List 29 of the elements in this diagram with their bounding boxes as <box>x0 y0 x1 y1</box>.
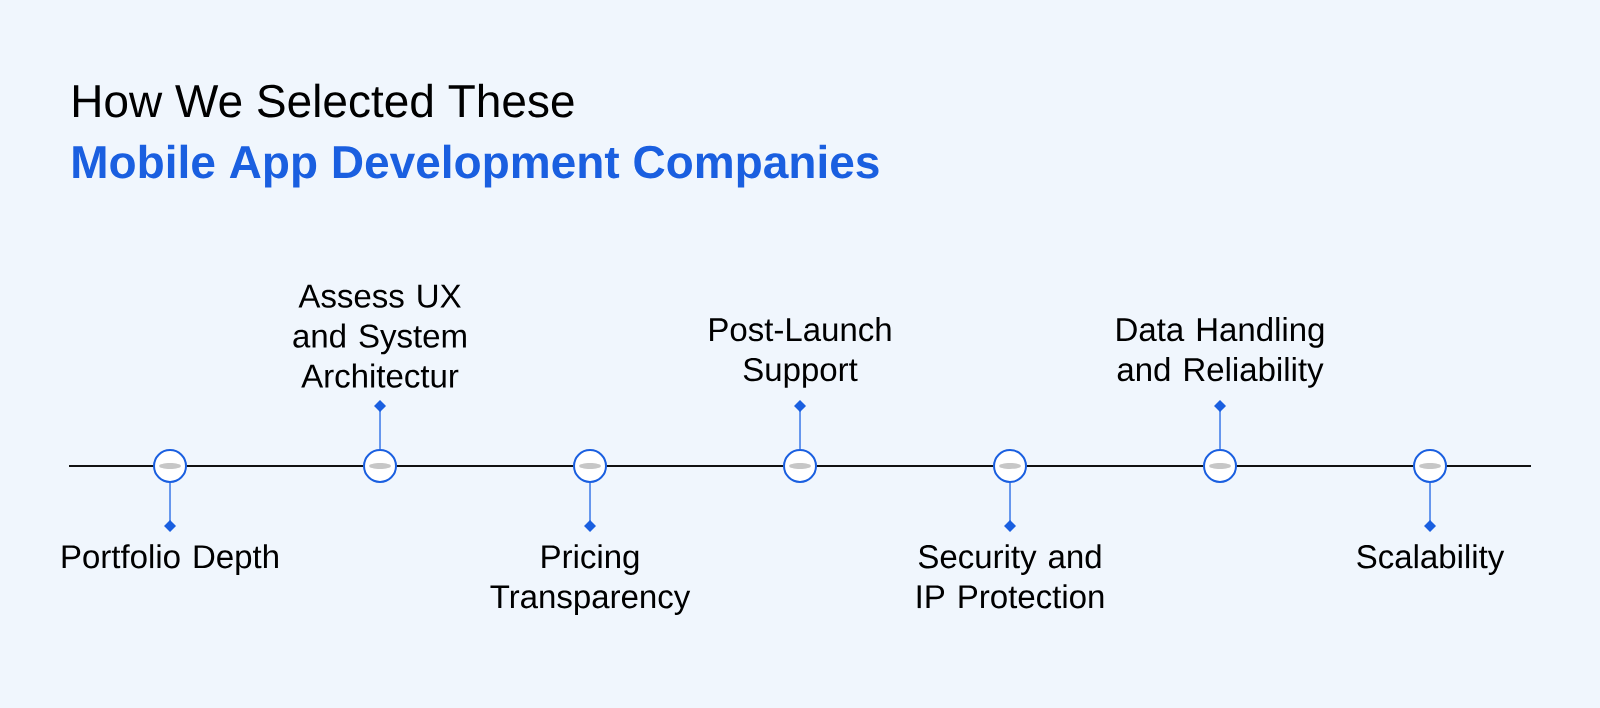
connector-stem <box>584 482 596 532</box>
timeline-line <box>1236 465 1414 467</box>
connector-stem <box>794 400 806 450</box>
timeline-circle <box>363 449 397 483</box>
timeline-circle <box>573 449 607 483</box>
connector-stem <box>1424 482 1436 532</box>
timeline-circle <box>153 449 187 483</box>
step-label: Assess UX and System Architectur <box>293 284 466 388</box>
timeline-circle <box>1413 449 1447 483</box>
step-label: Pricing Transparency <box>490 544 691 615</box>
timeline-circle <box>783 449 817 483</box>
step-label: Scalability <box>1357 544 1505 575</box>
title: How We Selected These <box>74 83 574 118</box>
step-label: Data Handling and Reliability <box>1117 317 1324 388</box>
timeline-line <box>606 465 784 467</box>
step-label: Portfolio Depth <box>62 544 278 575</box>
connector-stem <box>1214 400 1226 450</box>
timeline-circle <box>1203 449 1237 483</box>
timeline-line <box>816 465 994 467</box>
subtitle: Mobile App Development Companies <box>73 144 879 188</box>
connector-stem <box>164 482 176 532</box>
timeline-circle <box>993 449 1027 483</box>
timeline-line <box>1026 465 1204 467</box>
timeline-line <box>186 465 364 467</box>
connector-stem <box>374 400 386 450</box>
step-label: Post-Launch Support <box>710 317 891 388</box>
connector-stem <box>1004 482 1016 532</box>
timeline-line <box>396 465 574 467</box>
step-label: Security and IP Protection <box>917 544 1104 609</box>
